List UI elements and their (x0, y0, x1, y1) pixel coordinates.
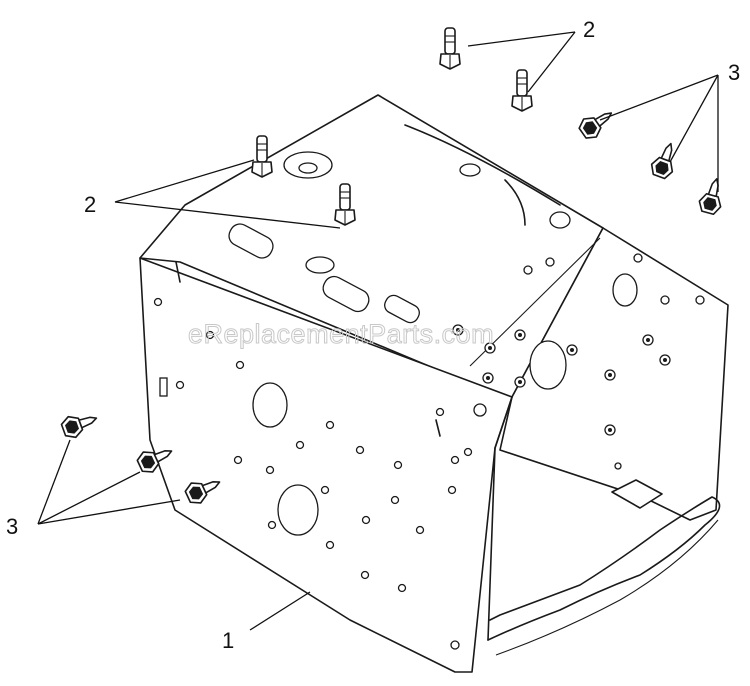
top-round-boss-center (298, 162, 318, 174)
top-rear-ridge (404, 124, 561, 206)
frame-assembly (139, 94, 729, 673)
inner-edge (487, 396, 513, 641)
stud-bolt (511, 69, 533, 112)
hex-screws (60, 112, 722, 504)
stud-bolt (334, 183, 356, 226)
right-panel-nuts (452, 253, 705, 470)
callout-1: 1 (222, 628, 234, 653)
stud-bolts (251, 27, 533, 226)
bottom-tab (611, 479, 663, 509)
leader-part-3e (37, 471, 141, 525)
top-slot-2 (322, 275, 370, 313)
leader-part-2d (114, 201, 341, 229)
leader-part-3f (37, 499, 181, 525)
hex-screw (136, 450, 173, 473)
leader-part-2b (527, 31, 576, 93)
right-large-hole-2 (529, 340, 567, 390)
top-rear-hole-2 (459, 163, 481, 177)
front-slot (159, 377, 168, 397)
stud-bolt (251, 135, 273, 178)
front-small-holes (153, 297, 487, 650)
front-tab-2 (435, 419, 441, 437)
front-tab-1 (175, 261, 181, 283)
leader-part-3d (37, 439, 71, 525)
leader-part-2c (114, 159, 255, 203)
hex-screw (60, 415, 98, 439)
leader-part-3b (669, 74, 719, 163)
leader-part-1 (249, 591, 311, 631)
top-rear-bend (504, 179, 526, 226)
stud-bolt (439, 27, 461, 70)
top-hole-1 (305, 256, 335, 274)
watermark: eReplacementParts.com (188, 319, 494, 349)
right-large-hole-1 (612, 273, 638, 307)
handle-rod-inner (495, 519, 719, 656)
top-slot-1 (228, 223, 274, 259)
front-large-hole-2 (277, 484, 319, 536)
leader-part-3a (599, 74, 719, 121)
hex-screw (650, 142, 674, 180)
top-slot-3 (384, 294, 420, 324)
front-large-hole-1 (252, 382, 288, 428)
top-rear-hole (549, 211, 571, 229)
callout-2-top: 2 (583, 17, 595, 42)
callout-3-right: 3 (728, 60, 740, 85)
hex-screw (184, 481, 221, 504)
leader-lines (37, 31, 719, 631)
callout-2-left: 2 (84, 192, 96, 217)
hex-screw (578, 112, 613, 139)
callout-3-left: 3 (6, 514, 18, 539)
handle-rod (487, 496, 721, 641)
leader-part-2a (467, 31, 576, 47)
hex-screw (698, 178, 722, 216)
